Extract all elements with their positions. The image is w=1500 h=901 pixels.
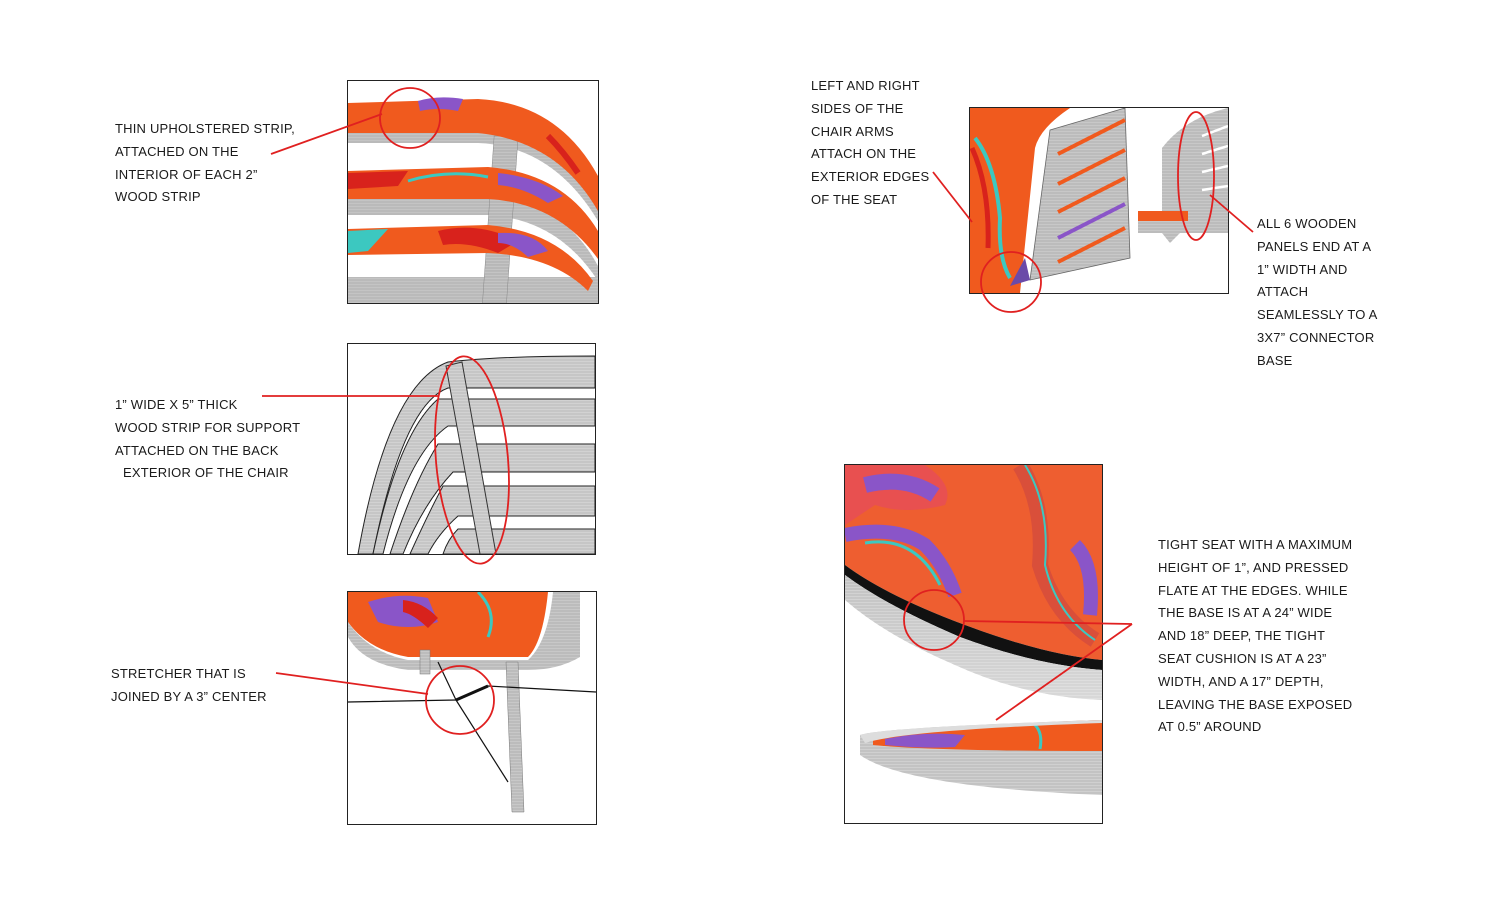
note-line: FLATE AT THE EDGES. WHILE bbox=[1158, 582, 1348, 598]
leader-line bbox=[932, 171, 973, 223]
note-line: ATTACH ON THE bbox=[811, 146, 917, 162]
pattern-patch bbox=[407, 172, 489, 183]
wood-base bbox=[348, 277, 598, 303]
seat-upholstery bbox=[970, 108, 1070, 293]
panel-upholstered-strips bbox=[347, 80, 599, 304]
note-line: PANELS END AT A bbox=[1257, 238, 1372, 254]
chair-leg bbox=[419, 649, 431, 675]
note-line: SEAT CUSHION IS AT A 23” bbox=[1158, 650, 1327, 666]
wood-strip bbox=[357, 355, 595, 554]
note-line: HEIGHT OF 1”, AND PRESSED bbox=[1158, 559, 1349, 575]
stretcher-joint bbox=[455, 684, 489, 702]
wood-strip bbox=[348, 193, 598, 281]
note-line: AND 18” DEEP, THE TIGHT bbox=[1158, 628, 1326, 644]
note-chair-arms: LEFT AND RIGHT SIDES OF THE CHAIR ARMS A… bbox=[811, 75, 929, 212]
panel-stretcher bbox=[347, 591, 597, 825]
note-line: THE BASE IS AT A 24” WIDE bbox=[1158, 605, 1333, 621]
note-line: WOOD STRIP bbox=[115, 189, 201, 205]
chair-arm bbox=[1029, 108, 1131, 281]
pattern-patch bbox=[970, 146, 991, 249]
pattern-patch bbox=[845, 524, 962, 598]
note-line: SIDES OF THE bbox=[811, 100, 904, 116]
pattern-patch bbox=[498, 173, 563, 203]
note-line: ATTACH bbox=[1257, 284, 1309, 300]
note-line: ATTACHED ON THE BACK bbox=[115, 442, 279, 458]
note-line: OF THE SEAT bbox=[811, 191, 898, 207]
panel-tight-seat bbox=[844, 464, 1103, 824]
pattern-patch bbox=[403, 600, 438, 628]
note-line: JOINED BY A 3” CENTER bbox=[111, 688, 267, 704]
note-line: BASE bbox=[1257, 352, 1293, 368]
pattern-patch bbox=[348, 229, 388, 253]
note-line: LEAVING THE BASE EXPOSED bbox=[1158, 696, 1353, 712]
note-line: 1” WIDTH AND bbox=[1257, 261, 1348, 277]
note-support-strip: 1” WIDE X 5” THICK WOOD STRIP FOR SUPPOR… bbox=[115, 394, 300, 485]
note-line: ATTACHED ON THE bbox=[115, 143, 239, 159]
note-line: SEAMLESSLY TO A bbox=[1257, 307, 1378, 323]
pattern-patch bbox=[348, 171, 408, 189]
note-line: CHAIR ARMS bbox=[811, 123, 894, 139]
seat-frame bbox=[1138, 221, 1198, 233]
note-line: WIDTH, AND A 17” DEPTH, bbox=[1158, 673, 1324, 689]
pattern-patch bbox=[864, 540, 942, 586]
seat-edge bbox=[1138, 211, 1188, 221]
pattern-patch bbox=[1033, 723, 1043, 750]
pattern-patch bbox=[863, 473, 940, 502]
pattern-patch bbox=[885, 733, 965, 748]
pattern-patch bbox=[498, 232, 548, 257]
note-line: LEFT AND RIGHT bbox=[811, 78, 920, 93]
note-tight-seat: TIGHT SEAT WITH A MAXIMUM HEIGHT OF 1”, … bbox=[1158, 534, 1352, 739]
note-line: TIGHT SEAT WITH A MAXIMUM bbox=[1158, 537, 1353, 552]
seat-frame bbox=[348, 592, 580, 670]
note-line: 1” WIDE X 5” THICK bbox=[115, 397, 238, 412]
note-line: AT 0.5” AROUND bbox=[1158, 719, 1262, 735]
note-line: WOOD STRIP FOR SUPPORT bbox=[115, 419, 301, 435]
stretcher-bar bbox=[455, 699, 509, 783]
note-wooden-panels: ALL 6 WOODEN PANELS END AT A 1” WIDTH AN… bbox=[1257, 213, 1378, 373]
lower-base-rim bbox=[860, 720, 1102, 743]
pattern-patch bbox=[1069, 540, 1098, 616]
chair-leg bbox=[505, 661, 525, 813]
note-line: ALL 6 WOODEN bbox=[1257, 216, 1357, 231]
pattern-patch bbox=[545, 133, 581, 175]
wood-strip bbox=[442, 528, 595, 554]
panel-chair-arms bbox=[969, 107, 1229, 294]
note-stretcher: STRETCHER THAT IS JOINED BY A 3” CENTER bbox=[111, 663, 267, 709]
panel-back-support bbox=[347, 343, 596, 555]
note-line: STRETCHER THAT IS bbox=[111, 666, 246, 681]
pattern-patch bbox=[418, 97, 463, 111]
note-line: EXTERIOR EDGES bbox=[811, 169, 930, 185]
pattern-patch bbox=[476, 592, 493, 638]
note-line: THIN UPHOLSTERED STRIP, bbox=[115, 121, 295, 136]
note-line: 3X7” CONNECTOR bbox=[1257, 329, 1375, 345]
note-line: INTERIOR OF EACH 2” bbox=[115, 166, 258, 182]
wood-panels bbox=[1057, 118, 1126, 264]
note-upholstered-strip: THIN UPHOLSTERED STRIP, ATTACHED ON THE … bbox=[115, 118, 295, 209]
note-line: EXTERIOR OF THE CHAIR bbox=[123, 465, 289, 481]
